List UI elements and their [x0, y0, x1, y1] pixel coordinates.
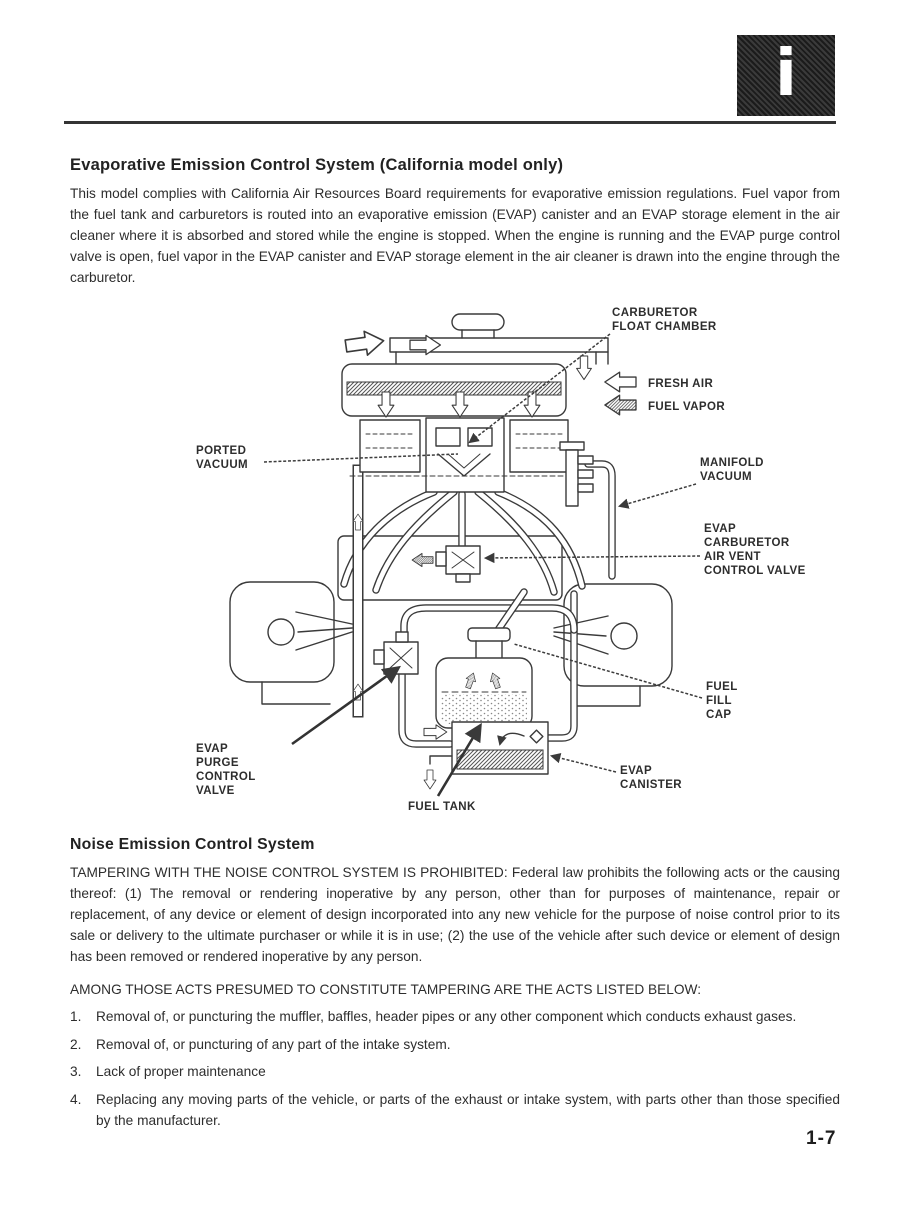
air-cleaner: [341, 313, 609, 418]
section-noise-title: Noise Emission Control System: [70, 836, 315, 853]
svg-text:CONTROL: CONTROL: [196, 771, 256, 783]
evap-storage-element: [346, 381, 562, 396]
evap-air-vent-control-valve: [411, 545, 481, 583]
svg-text:AIR VENT: AIR VENT: [704, 551, 761, 563]
carburetors: [349, 417, 576, 493]
fresh-air-inlet-arrow: [343, 328, 387, 359]
section-noise-para2: AMONG THOSE ACTS PRESUMED TO CONSTITUTE …: [70, 981, 702, 997]
fuel-vapor-arrow-icon: [604, 394, 637, 416]
label-carburetor-float-chamber: CARBURETOR: [612, 307, 698, 319]
flow-legend: [604, 371, 637, 416]
list-item: Lack of proper maintenance: [70, 1062, 266, 1082]
section-evap: Evaporative Emission Control System (Cal…: [70, 156, 840, 289]
svg-text:CARBURETOR: CARBURETOR: [704, 537, 790, 549]
label-evap-canister: EVAP: [620, 765, 652, 777]
svg-text:PURGE: PURGE: [196, 757, 239, 769]
section-noise: Noise Emission Control System TAMPERING …: [70, 836, 840, 1138]
svg-text:CONTROL VALVE: CONTROL VALVE: [704, 565, 806, 577]
callout-lines: [263, 333, 703, 797]
section-evap-body: This model complies with California Air …: [70, 186, 840, 285]
manifold-vacuum-fitting: [559, 441, 594, 507]
section-evap-title: Evaporative Emission Control System (Cal…: [70, 156, 564, 174]
svg-text:FLOAT CHAMBER: FLOAT CHAMBER: [612, 321, 717, 333]
svg-text:VACUUM: VACUUM: [700, 471, 752, 483]
tampering-acts-list: Removal of, or puncturing the muffler, b…: [70, 1007, 840, 1131]
label-fuel-fill-cap: FUEL: [706, 681, 738, 693]
section-noise-para1: TAMPERING WITH THE NOISE CONTROL SYSTEM …: [70, 865, 840, 964]
label-ported-vacuum: PORTED: [196, 445, 246, 457]
label-manifold-vacuum: MANIFOLD: [700, 457, 764, 469]
evap-canister-part: [423, 721, 549, 790]
engine-block: [229, 535, 673, 707]
label-evap-air-vent: EVAP: [704, 523, 736, 535]
list-item: Replacing any moving parts of the vehicl…: [70, 1090, 840, 1128]
label-fuel-tank: FUEL TANK: [408, 801, 476, 813]
label-evap-purge: EVAP: [196, 743, 228, 755]
fuel-tank-assembly: [435, 627, 533, 729]
page-number: 1-7: [806, 1128, 837, 1149]
fresh-air-arrow-icon: [604, 371, 637, 393]
list-item: Removal of, or puncturing of any part of…: [70, 1035, 451, 1055]
label-fuel-vapor: FUEL VAPOR: [648, 401, 725, 413]
svg-text:VACUUM: VACUUM: [196, 459, 248, 471]
header-rule: [64, 121, 836, 124]
fuel-fill-cap-part: [467, 627, 511, 642]
info-icon: i: [775, 36, 797, 111]
svg-text:CANISTER: CANISTER: [620, 779, 682, 791]
evap-purge-control-valve: [373, 631, 419, 675]
chapter-tab: i: [737, 35, 835, 116]
svg-text:FILL: FILL: [706, 695, 732, 707]
diagram-labels: CARBURETOR FLOAT CHAMBER FRESH AIR FUEL …: [196, 307, 806, 813]
svg-text:VALVE: VALVE: [196, 785, 235, 797]
svg-text:CAP: CAP: [706, 709, 731, 721]
evap-system-diagram: CARBURETOR FLOAT CHAMBER FRESH AIR FUEL …: [196, 307, 806, 813]
list-item: Removal of, or puncturing the muffler, b…: [70, 1007, 797, 1027]
label-fresh-air: FRESH AIR: [648, 378, 713, 390]
